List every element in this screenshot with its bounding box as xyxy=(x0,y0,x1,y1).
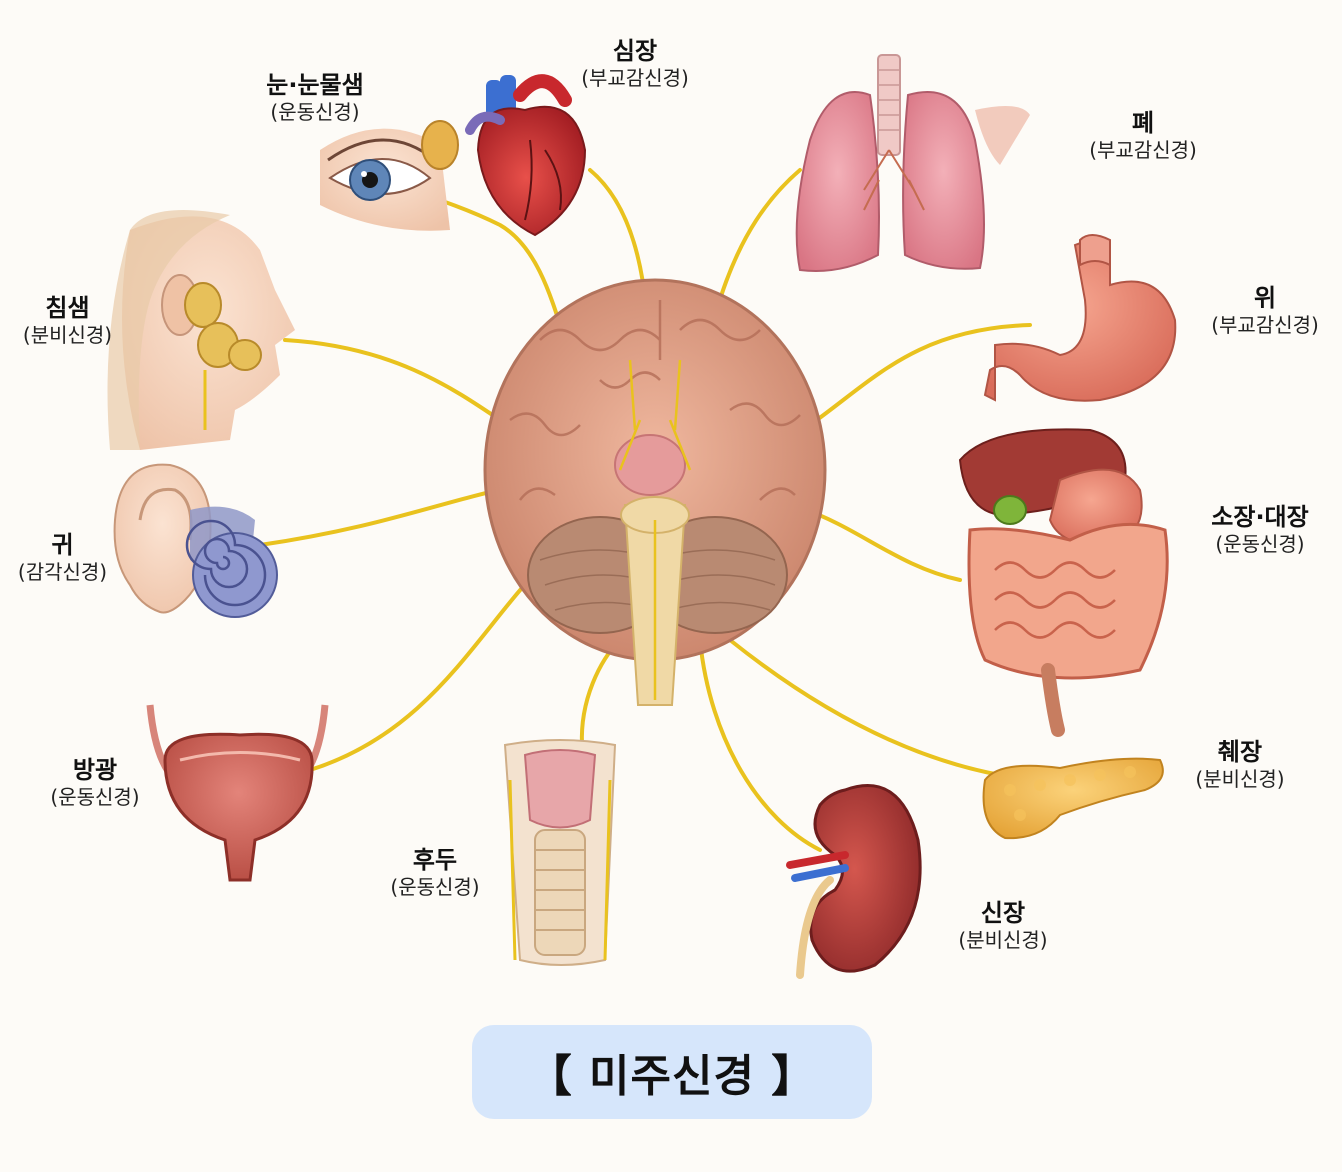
organ-name: 눈·눈물샘 xyxy=(266,71,364,99)
organ-name: 귀 xyxy=(51,531,74,559)
nerve-type: (분비신경) xyxy=(958,928,1048,952)
organ-name: 췌장 xyxy=(1217,738,1263,766)
nerve-type: (운동신경) xyxy=(270,100,360,124)
label-pancreas: 췌장 (분비신경) xyxy=(1165,737,1315,792)
label-larynx: 후두 (운동신경) xyxy=(360,845,510,900)
nerve-type: (운동신경) xyxy=(390,875,480,899)
label-eye: 눈·눈물샘 (운동신경) xyxy=(240,70,390,125)
organ-name: 심장 xyxy=(612,37,658,65)
label-salivary: 침샘 (분비신경) xyxy=(0,293,135,348)
intestine-illustration xyxy=(958,428,1169,737)
label-kidney: 신장 (분비신경) xyxy=(928,898,1078,953)
organ-name: 침샘 xyxy=(45,294,90,322)
stomach-illustration xyxy=(983,234,1177,402)
nerve-type: (분비신경) xyxy=(1195,767,1285,791)
title-banner: 【 미주신경 】 xyxy=(472,1025,872,1119)
pancreas-illustration xyxy=(982,757,1164,840)
nerve-type: (운동신경) xyxy=(50,785,140,809)
organ-name: 폐 xyxy=(1131,109,1155,137)
eye-illustration xyxy=(320,120,459,231)
nerve-type: (부교감신경) xyxy=(1211,313,1319,337)
organ-name: 신장 xyxy=(980,899,1026,927)
nerve-to-pancreas xyxy=(728,638,1002,777)
nerve-type: (분비신경) xyxy=(22,323,113,347)
salivary-gland-illustration xyxy=(107,210,295,450)
kidney-illustration xyxy=(786,784,922,979)
lung-illustration xyxy=(795,54,1030,272)
label-lung: 폐 (부교감신경) xyxy=(1068,108,1218,163)
organ-name: 방광 xyxy=(72,756,118,784)
organ-name: 후두 xyxy=(412,846,458,874)
nerve-type: (부교감신경) xyxy=(581,66,689,90)
label-ear: 귀 (감각신경) xyxy=(0,530,125,585)
label-bladder: 방광 (운동신경) xyxy=(20,755,170,810)
label-heart: 심장 (부교감신경) xyxy=(560,36,710,91)
ear-illustration xyxy=(113,463,278,618)
organ-name: 소장·대장 xyxy=(1211,503,1309,531)
nerve-to-kidney xyxy=(698,638,822,852)
nerve-type: (감각신경) xyxy=(17,560,108,584)
bladder-illustration xyxy=(146,704,329,882)
label-stomach: 위 (부교감신경) xyxy=(1190,283,1340,338)
heart-illustration xyxy=(465,74,587,237)
organ-name: 위 xyxy=(1253,284,1277,312)
larynx-illustration xyxy=(503,739,617,966)
label-intestine: 소장·대장 (운동신경) xyxy=(1185,502,1335,557)
nerve-type: (운동신경) xyxy=(1215,532,1305,556)
brain-illustration xyxy=(483,278,827,706)
nerve-type: (부교감신경) xyxy=(1089,138,1197,162)
diagram-title: 【 미주신경 】 xyxy=(527,1051,817,1102)
